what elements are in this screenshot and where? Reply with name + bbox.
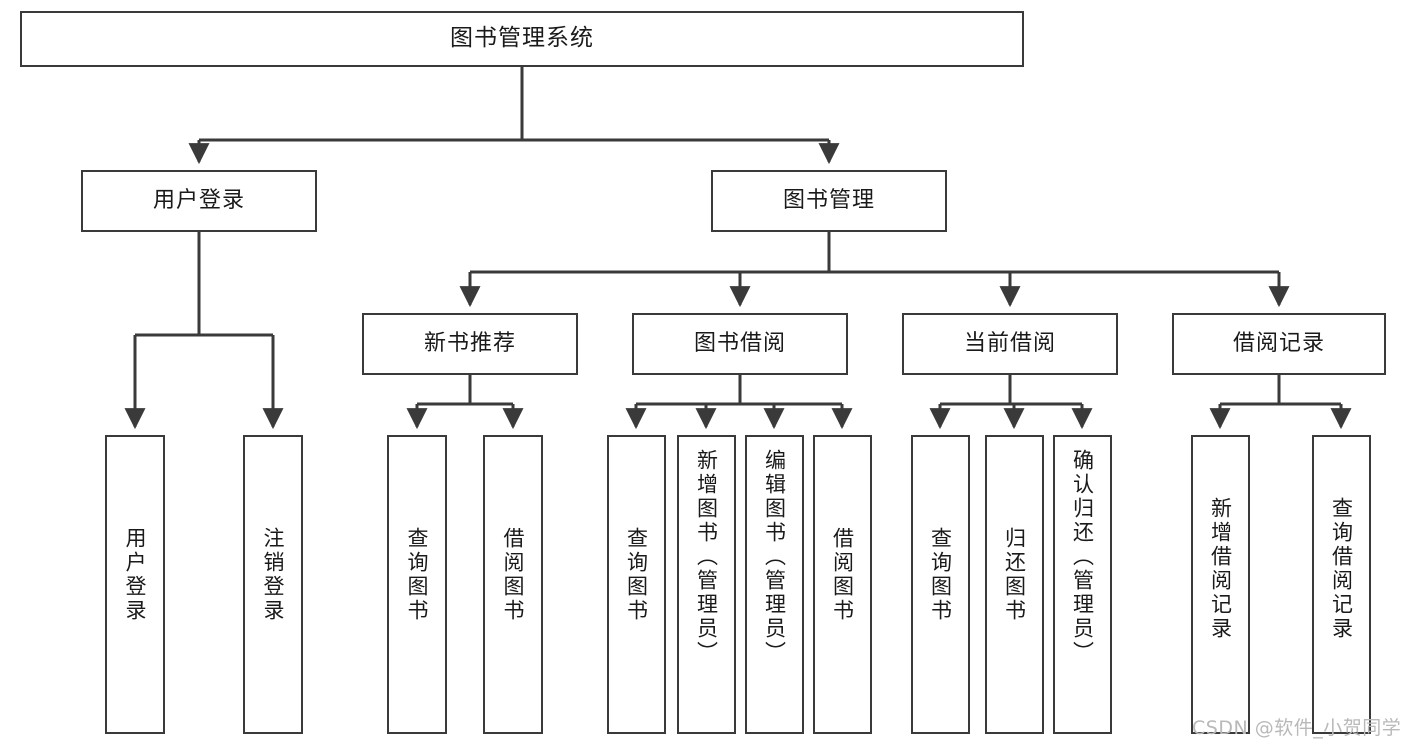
node-new-book-recommend[interactable]: 新书推荐 bbox=[362, 313, 578, 375]
leaf-user-logout[interactable]: 注销登录 bbox=[243, 435, 303, 734]
leaf-current-query-books[interactable]: 查询图书 bbox=[911, 435, 970, 734]
leaf-record-add-borrow-record[interactable]: 新增借阅记录 bbox=[1191, 435, 1250, 734]
leaf-record-query-borrow-record[interactable]: 查询借阅记录 bbox=[1312, 435, 1371, 734]
node-current-borrow[interactable]: 当前借阅 bbox=[902, 313, 1118, 375]
leaf-borrow-query-books[interactable]: 查询图书 bbox=[607, 435, 666, 734]
leaf-newbook-query-books[interactable]: 查询图书 bbox=[387, 435, 447, 734]
leaf-borrow-lend-books[interactable]: 借阅图书 bbox=[813, 435, 872, 734]
leaf-borrow-edit-book-admin[interactable]: 编辑图书（管理员） bbox=[745, 435, 804, 734]
leaf-current-confirm-return-admin[interactable]: 确认归还（管理员） bbox=[1053, 435, 1112, 734]
node-root-book-management-system[interactable]: 图书管理系统 bbox=[20, 11, 1024, 67]
leaf-current-return-books[interactable]: 归还图书 bbox=[985, 435, 1044, 734]
node-book-borrow[interactable]: 图书借阅 bbox=[632, 313, 848, 375]
leaf-borrow-add-book-admin[interactable]: 新增图书（管理员） bbox=[677, 435, 736, 734]
csdn-watermark: CSDN @软件_小贺同学 bbox=[1192, 717, 1402, 739]
node-book-management[interactable]: 图书管理 bbox=[711, 170, 947, 232]
leaf-user-login[interactable]: 用户登录 bbox=[105, 435, 165, 734]
node-borrow-record[interactable]: 借阅记录 bbox=[1172, 313, 1386, 375]
node-user-login[interactable]: 用户登录 bbox=[81, 170, 317, 232]
leaf-newbook-borrow-books[interactable]: 借阅图书 bbox=[483, 435, 543, 734]
